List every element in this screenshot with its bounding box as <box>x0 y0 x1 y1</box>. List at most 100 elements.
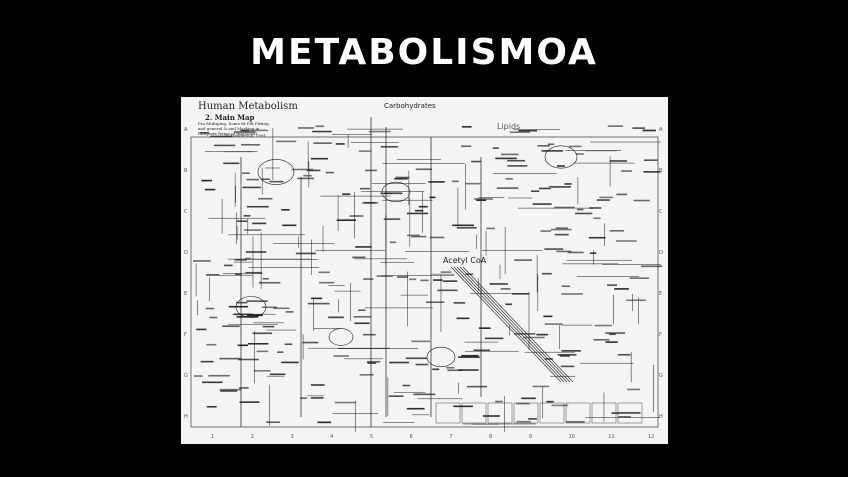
compound-label <box>482 415 500 417</box>
compound-label <box>461 354 479 357</box>
pathway-network <box>190 117 661 432</box>
compound-label <box>336 219 356 221</box>
compound-label <box>476 199 487 202</box>
compound-label <box>446 366 455 369</box>
compound-label <box>358 309 366 312</box>
axis-row-label: A <box>184 127 188 133</box>
compound-label <box>295 252 316 255</box>
compound-label <box>258 281 281 284</box>
compound-label <box>352 256 366 259</box>
compound-label <box>238 358 259 361</box>
compound-label <box>193 260 211 262</box>
compound-label <box>429 196 436 199</box>
compound-label <box>236 301 248 304</box>
compound-label <box>643 171 661 173</box>
legend-box <box>539 402 565 424</box>
compound-label <box>523 336 545 339</box>
compound-label <box>213 144 236 147</box>
compound-label <box>252 222 267 225</box>
axis-row-label: D <box>184 250 188 256</box>
compound-label <box>359 187 370 190</box>
compound-label <box>500 153 519 156</box>
metabolic-cycle <box>426 346 456 368</box>
compound-label <box>593 217 601 220</box>
compound-label <box>246 300 268 302</box>
compound-label <box>560 365 575 368</box>
axis-column-label: 5 <box>369 434 374 440</box>
compound-label <box>411 340 431 343</box>
compound-label <box>614 288 629 290</box>
compound-label <box>605 332 626 334</box>
legend-box <box>513 402 539 424</box>
compound-label <box>428 181 445 183</box>
compound-label <box>206 343 217 346</box>
compound-label <box>201 179 212 182</box>
compound-label <box>550 228 572 231</box>
compound-label <box>394 178 408 180</box>
compound-label <box>588 236 606 239</box>
axis-row-label: F <box>184 332 187 338</box>
metabolic-cycle <box>381 181 411 203</box>
compound-label <box>453 405 473 408</box>
compound-label <box>193 375 203 377</box>
compound-label <box>342 193 351 196</box>
compound-label <box>495 157 517 160</box>
compound-label <box>514 259 532 261</box>
compound-label <box>349 215 364 217</box>
compound-label <box>239 387 249 389</box>
compound-label <box>544 248 564 250</box>
compound-label <box>313 142 333 144</box>
compound-label <box>565 421 585 423</box>
compound-label <box>518 129 538 132</box>
compound-label <box>224 264 233 267</box>
axis-row-label: C <box>659 209 663 215</box>
map-frame <box>190 136 659 428</box>
compound-label <box>589 207 602 209</box>
compound-label <box>256 350 269 353</box>
compound-label <box>201 381 223 384</box>
compound-label <box>486 227 495 230</box>
compound-label <box>363 278 374 280</box>
compound-label <box>593 338 610 341</box>
compound-label <box>310 157 329 160</box>
compound-label <box>541 150 563 152</box>
acetyl-coa-pathway <box>456 266 568 383</box>
compound-label <box>291 168 314 171</box>
compound-label <box>589 252 597 255</box>
axis-column-label: 1 <box>211 434 215 440</box>
legend-box <box>435 402 461 424</box>
compound-label <box>277 351 284 353</box>
compound-label <box>307 302 330 305</box>
compound-label <box>388 395 404 397</box>
compound-label <box>246 314 263 317</box>
compound-label <box>442 280 458 282</box>
compound-label <box>644 159 658 161</box>
compound-label <box>247 342 269 345</box>
compound-label <box>269 180 284 183</box>
compound-label <box>530 190 540 193</box>
compound-label <box>358 150 372 152</box>
compound-label <box>233 131 256 133</box>
compound-label <box>389 241 396 244</box>
compound-label <box>599 196 614 199</box>
axis-row-label: G <box>659 373 663 379</box>
compound-label <box>465 182 481 185</box>
compound-label <box>500 288 511 290</box>
map-year: © Mauderson, 1991 <box>225 133 266 138</box>
compound-label <box>206 405 217 408</box>
compound-label <box>575 153 584 155</box>
compound-label <box>366 360 381 363</box>
compound-label <box>317 421 332 424</box>
compound-label <box>367 362 377 364</box>
compound-label <box>485 337 504 340</box>
compound-label <box>402 384 411 387</box>
compound-label <box>266 421 281 424</box>
compound-label <box>466 385 487 388</box>
compound-label <box>406 212 429 215</box>
metabolic-cycle <box>544 145 578 169</box>
axis-column-label: 7 <box>449 434 453 440</box>
compound-label <box>615 240 637 242</box>
compound-label <box>209 316 218 319</box>
compound-label <box>627 388 640 391</box>
compound-label <box>220 390 238 392</box>
